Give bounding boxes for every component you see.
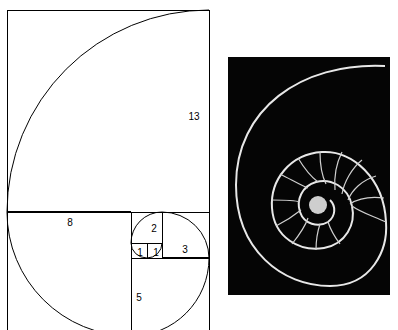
spiral-arc: [7, 212, 131, 330]
square-size-number: 13: [188, 111, 199, 122]
spiral-arc: [131, 243, 147, 258]
photo-ground: [228, 57, 390, 295]
chamber-wall: [272, 200, 300, 202]
spiral-arc: [131, 212, 162, 243]
square-size-number: 1: [137, 247, 143, 258]
fibonacci-square: 1: [147, 243, 163, 259]
fibonacci-square: 3: [162, 212, 210, 259]
chamber-wall: [280, 174, 308, 188]
chamber-wall: [335, 152, 342, 190]
spiral-arc: [131, 258, 209, 330]
chamber-wall: [276, 210, 301, 226]
chamber-wall: [348, 176, 376, 200]
square-size-number: 2: [151, 223, 157, 234]
square-size-number: 1: [153, 247, 159, 258]
square-size-number: 8: [67, 217, 73, 228]
fibonacci-square: 8: [7, 212, 132, 330]
fibonacci-square: 13: [7, 10, 210, 213]
shell-core: [309, 196, 327, 214]
shell-chambers: [272, 152, 386, 250]
square-size-number: 5: [136, 292, 142, 303]
chamber-wall: [292, 218, 308, 244]
chamber-wall: [328, 222, 340, 244]
spiral-arc: [7, 10, 209, 212]
shell-whorl: [272, 152, 386, 249]
fibonacci-square: 5: [131, 258, 210, 330]
chamber-wall: [316, 224, 320, 250]
chamber-wall: [320, 152, 326, 184]
shell-outline: [236, 66, 386, 286]
golden-spiral: [7, 10, 209, 330]
nautilus-photo: [228, 57, 390, 295]
spiral-arc: [162, 212, 209, 258]
chamber-wall: [350, 197, 384, 204]
fibonacci-square: 1: [131, 243, 148, 259]
chamber-wall: [342, 160, 362, 194]
spiral-arc: [147, 243, 162, 258]
shell-whorl: [236, 66, 386, 286]
chamber-wall: [298, 158, 318, 182]
fibonacci-square: 2: [131, 212, 163, 244]
chamber-wall: [352, 206, 386, 222]
square-size-number: 3: [182, 244, 188, 255]
